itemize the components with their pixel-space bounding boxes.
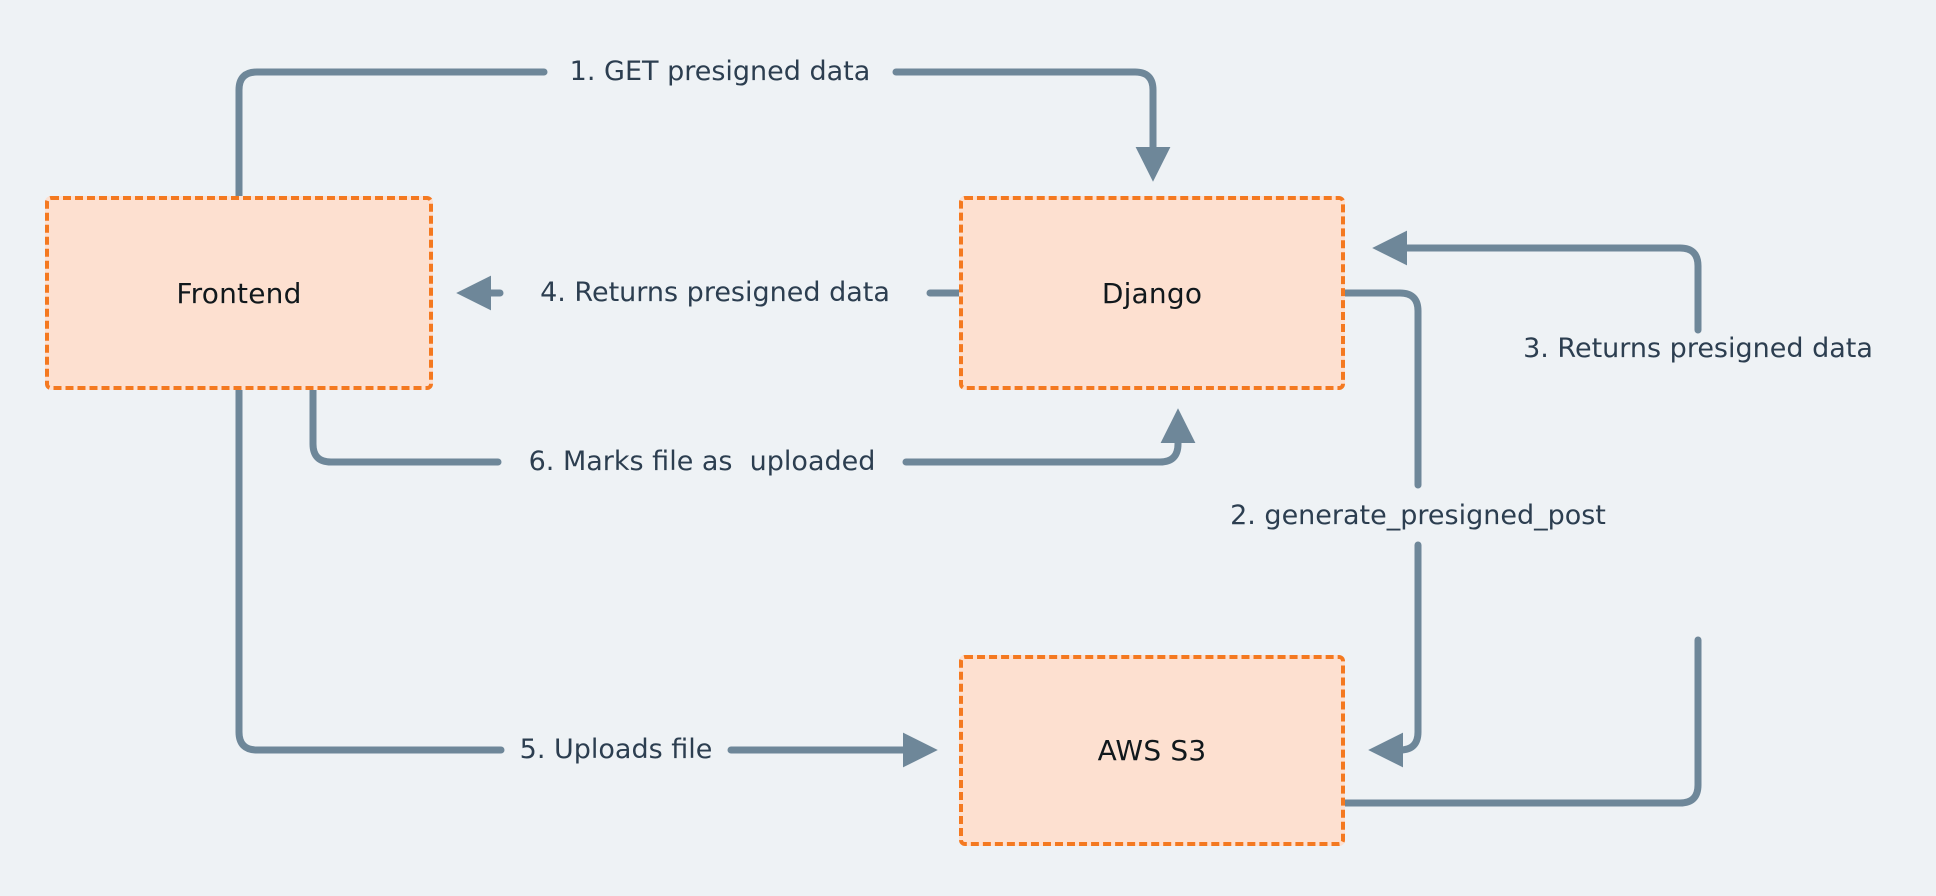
edge-path-6b	[902, 408, 1196, 466]
edge-label-4: 4. Returns presigned data	[531, 278, 899, 308]
node-aws-s3[interactable]: AWS S3	[959, 655, 1345, 846]
node-frontend[interactable]: Frontend	[45, 196, 433, 390]
edge-path-2b	[1368, 541, 1422, 768]
edge-path-3	[1341, 636, 1702, 807]
edge-path-1b	[892, 68, 1171, 182]
node-frontend-label: Frontend	[176, 276, 302, 310]
edge-label-6: 6. Marks file as uploaded	[519, 447, 885, 477]
edge-path-6	[309, 386, 502, 466]
edge-label-1: 1. GET presigned data	[560, 57, 880, 87]
edge-label-3: 3. Returns presigned data	[1514, 334, 1882, 364]
edge-path-3b	[1372, 230, 1702, 334]
node-aws-s3-label: AWS S3	[1097, 734, 1207, 767]
node-django[interactable]: Django	[959, 196, 1345, 390]
edge-path-2	[1341, 289, 1422, 489]
edge-path-1	[235, 68, 548, 200]
edge-label-5: 5. Uploads file	[510, 735, 722, 765]
edge-path-5	[235, 386, 505, 754]
node-django-label: Django	[1101, 276, 1203, 310]
edge-label-2: 2. generate_presigned_post	[1221, 501, 1615, 531]
